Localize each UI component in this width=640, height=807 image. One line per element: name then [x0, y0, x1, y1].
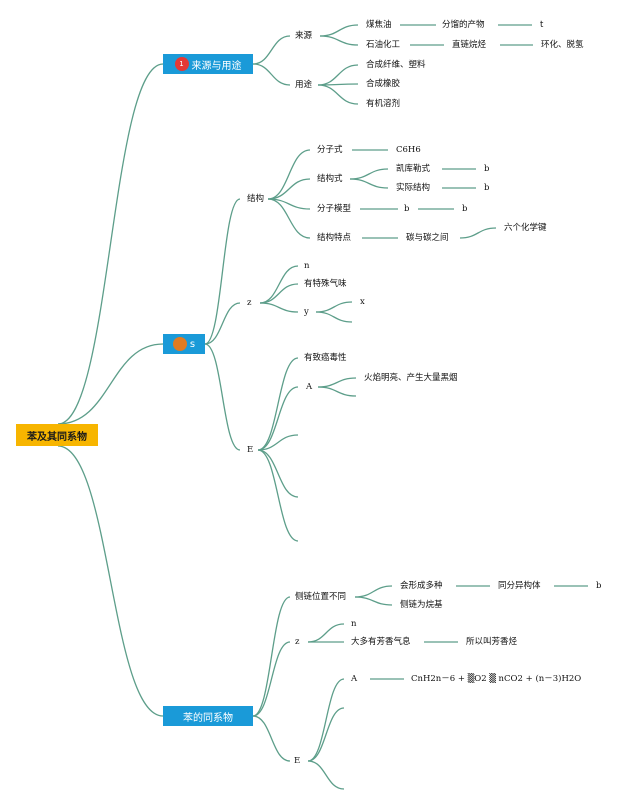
- connector: [354, 585, 393, 598]
- connector: [257, 434, 299, 451]
- connector: [317, 84, 359, 105]
- node-side-chain: 侧链位置不同: [295, 592, 347, 602]
- branch-homologues[interactable]: 苯的同系物: [163, 706, 253, 726]
- node-aromatic: 所以叫芳香烃: [466, 637, 518, 647]
- b2-to-z: [204, 302, 241, 345]
- connector: [307, 707, 345, 762]
- connector: [307, 623, 345, 643]
- node-use-1: 合成纤维、塑料: [366, 60, 426, 70]
- root-to-branch-2: [57, 343, 164, 425]
- connector: [307, 760, 345, 790]
- node-formula: 分子式: [317, 145, 343, 155]
- connector: [259, 283, 299, 304]
- node-c6h6: C6H6: [396, 145, 421, 155]
- connector: [315, 311, 353, 323]
- node-z: z: [247, 298, 252, 308]
- node-kekule: 凯库勒式: [396, 164, 431, 174]
- node-b-4: b: [462, 204, 468, 214]
- connector: [259, 302, 299, 313]
- connector: [267, 149, 311, 200]
- node-straight-chain: 直链烷烃: [452, 40, 487, 50]
- node-b-2: b: [484, 183, 490, 193]
- connector: [315, 301, 353, 313]
- node-b3-b: b: [596, 581, 602, 591]
- branch-homologues-label: 苯的同系物: [183, 712, 233, 724]
- connector: [459, 227, 497, 239]
- node-b3-z: z: [295, 637, 300, 647]
- connector: [257, 386, 299, 451]
- node-various: 会形成多种: [400, 581, 443, 591]
- node-source: 来源: [295, 31, 313, 41]
- connector: [349, 178, 389, 189]
- connector: [307, 678, 345, 762]
- connector: [317, 386, 357, 397]
- connector: [354, 596, 393, 606]
- node-use: 用途: [295, 80, 313, 90]
- node-t: t: [540, 20, 544, 30]
- node-coal-tar: 煤焦油: [366, 20, 392, 30]
- node-cyclization: 环化、脱氢: [541, 40, 584, 50]
- node-b3-e: E: [294, 756, 301, 766]
- circle-badge-icon: [172, 337, 187, 351]
- b1-to-source: [252, 35, 291, 65]
- node-features: 结构特点: [317, 233, 352, 243]
- node-fractionation: 分馏的产物: [442, 20, 485, 30]
- b3-to-e: [252, 715, 291, 762]
- node-b-3: b: [404, 204, 410, 214]
- branch-benzene-label: s: [189, 338, 196, 350]
- connector: [267, 198, 311, 239]
- node-actual: 实际结构: [396, 183, 431, 193]
- branch-source-use[interactable]: 1 来源与用途: [163, 54, 253, 74]
- node-a: A: [306, 382, 313, 392]
- connector: [257, 449, 299, 542]
- node-n: n: [304, 261, 310, 271]
- node-petrochem: 石油化工: [366, 40, 401, 50]
- node-carcinogen: 有致癌毒性: [304, 353, 347, 363]
- node-b3-n: n: [351, 619, 357, 629]
- node-structure: 结构: [247, 194, 265, 204]
- node-use-2: 合成橡胶: [366, 79, 401, 89]
- branch-benzene[interactable]: s: [163, 334, 205, 354]
- root-to-branch-1: [57, 63, 164, 425]
- node-struct-formula: 结构式: [317, 174, 343, 184]
- node-use-3: 有机溶剂: [366, 99, 401, 109]
- b1-to-use: [252, 63, 291, 86]
- connector: [349, 168, 389, 180]
- node-b3-a: A: [351, 674, 358, 684]
- connector: [257, 357, 299, 451]
- node-e: E: [247, 445, 254, 455]
- node-combustion: CnH2n－6 + ▒O2 ▒ nCO2 + (n－3)H2O: [411, 674, 582, 684]
- node-aroma: 大多有芳香气息: [351, 637, 411, 647]
- node-b-1: b: [484, 164, 490, 174]
- connector: [257, 449, 299, 498]
- node-y: y: [304, 307, 309, 317]
- b3-to-z: [252, 641, 291, 717]
- connector: [319, 35, 359, 46]
- number-badge-icon: 1: [174, 57, 189, 71]
- b3-to-side-chain: [252, 596, 291, 717]
- root-to-branch-3: [57, 445, 164, 717]
- node-six-bond: 六个化学键: [504, 223, 547, 233]
- node-alkyl: 侧链为烷基: [400, 600, 443, 610]
- node-odor: 有特殊气味: [304, 279, 347, 289]
- b2-to-structure: [204, 198, 241, 345]
- connector: [267, 178, 311, 200]
- node-flame: 火焰明亮、产生大量黑烟: [364, 373, 458, 383]
- connector: [317, 377, 357, 388]
- connector: [317, 64, 359, 86]
- node-isomer: 同分异构体: [498, 581, 541, 591]
- node-x: x: [360, 297, 365, 307]
- node-model: 分子模型: [317, 204, 352, 214]
- node-carbon-carbon: 碳与碳之间: [406, 233, 449, 243]
- root-node[interactable]: 苯及其同系物: [16, 424, 98, 446]
- b2-to-e: [204, 343, 241, 451]
- connector: [319, 24, 359, 37]
- branch-source-use-label: 来源与用途: [191, 60, 242, 72]
